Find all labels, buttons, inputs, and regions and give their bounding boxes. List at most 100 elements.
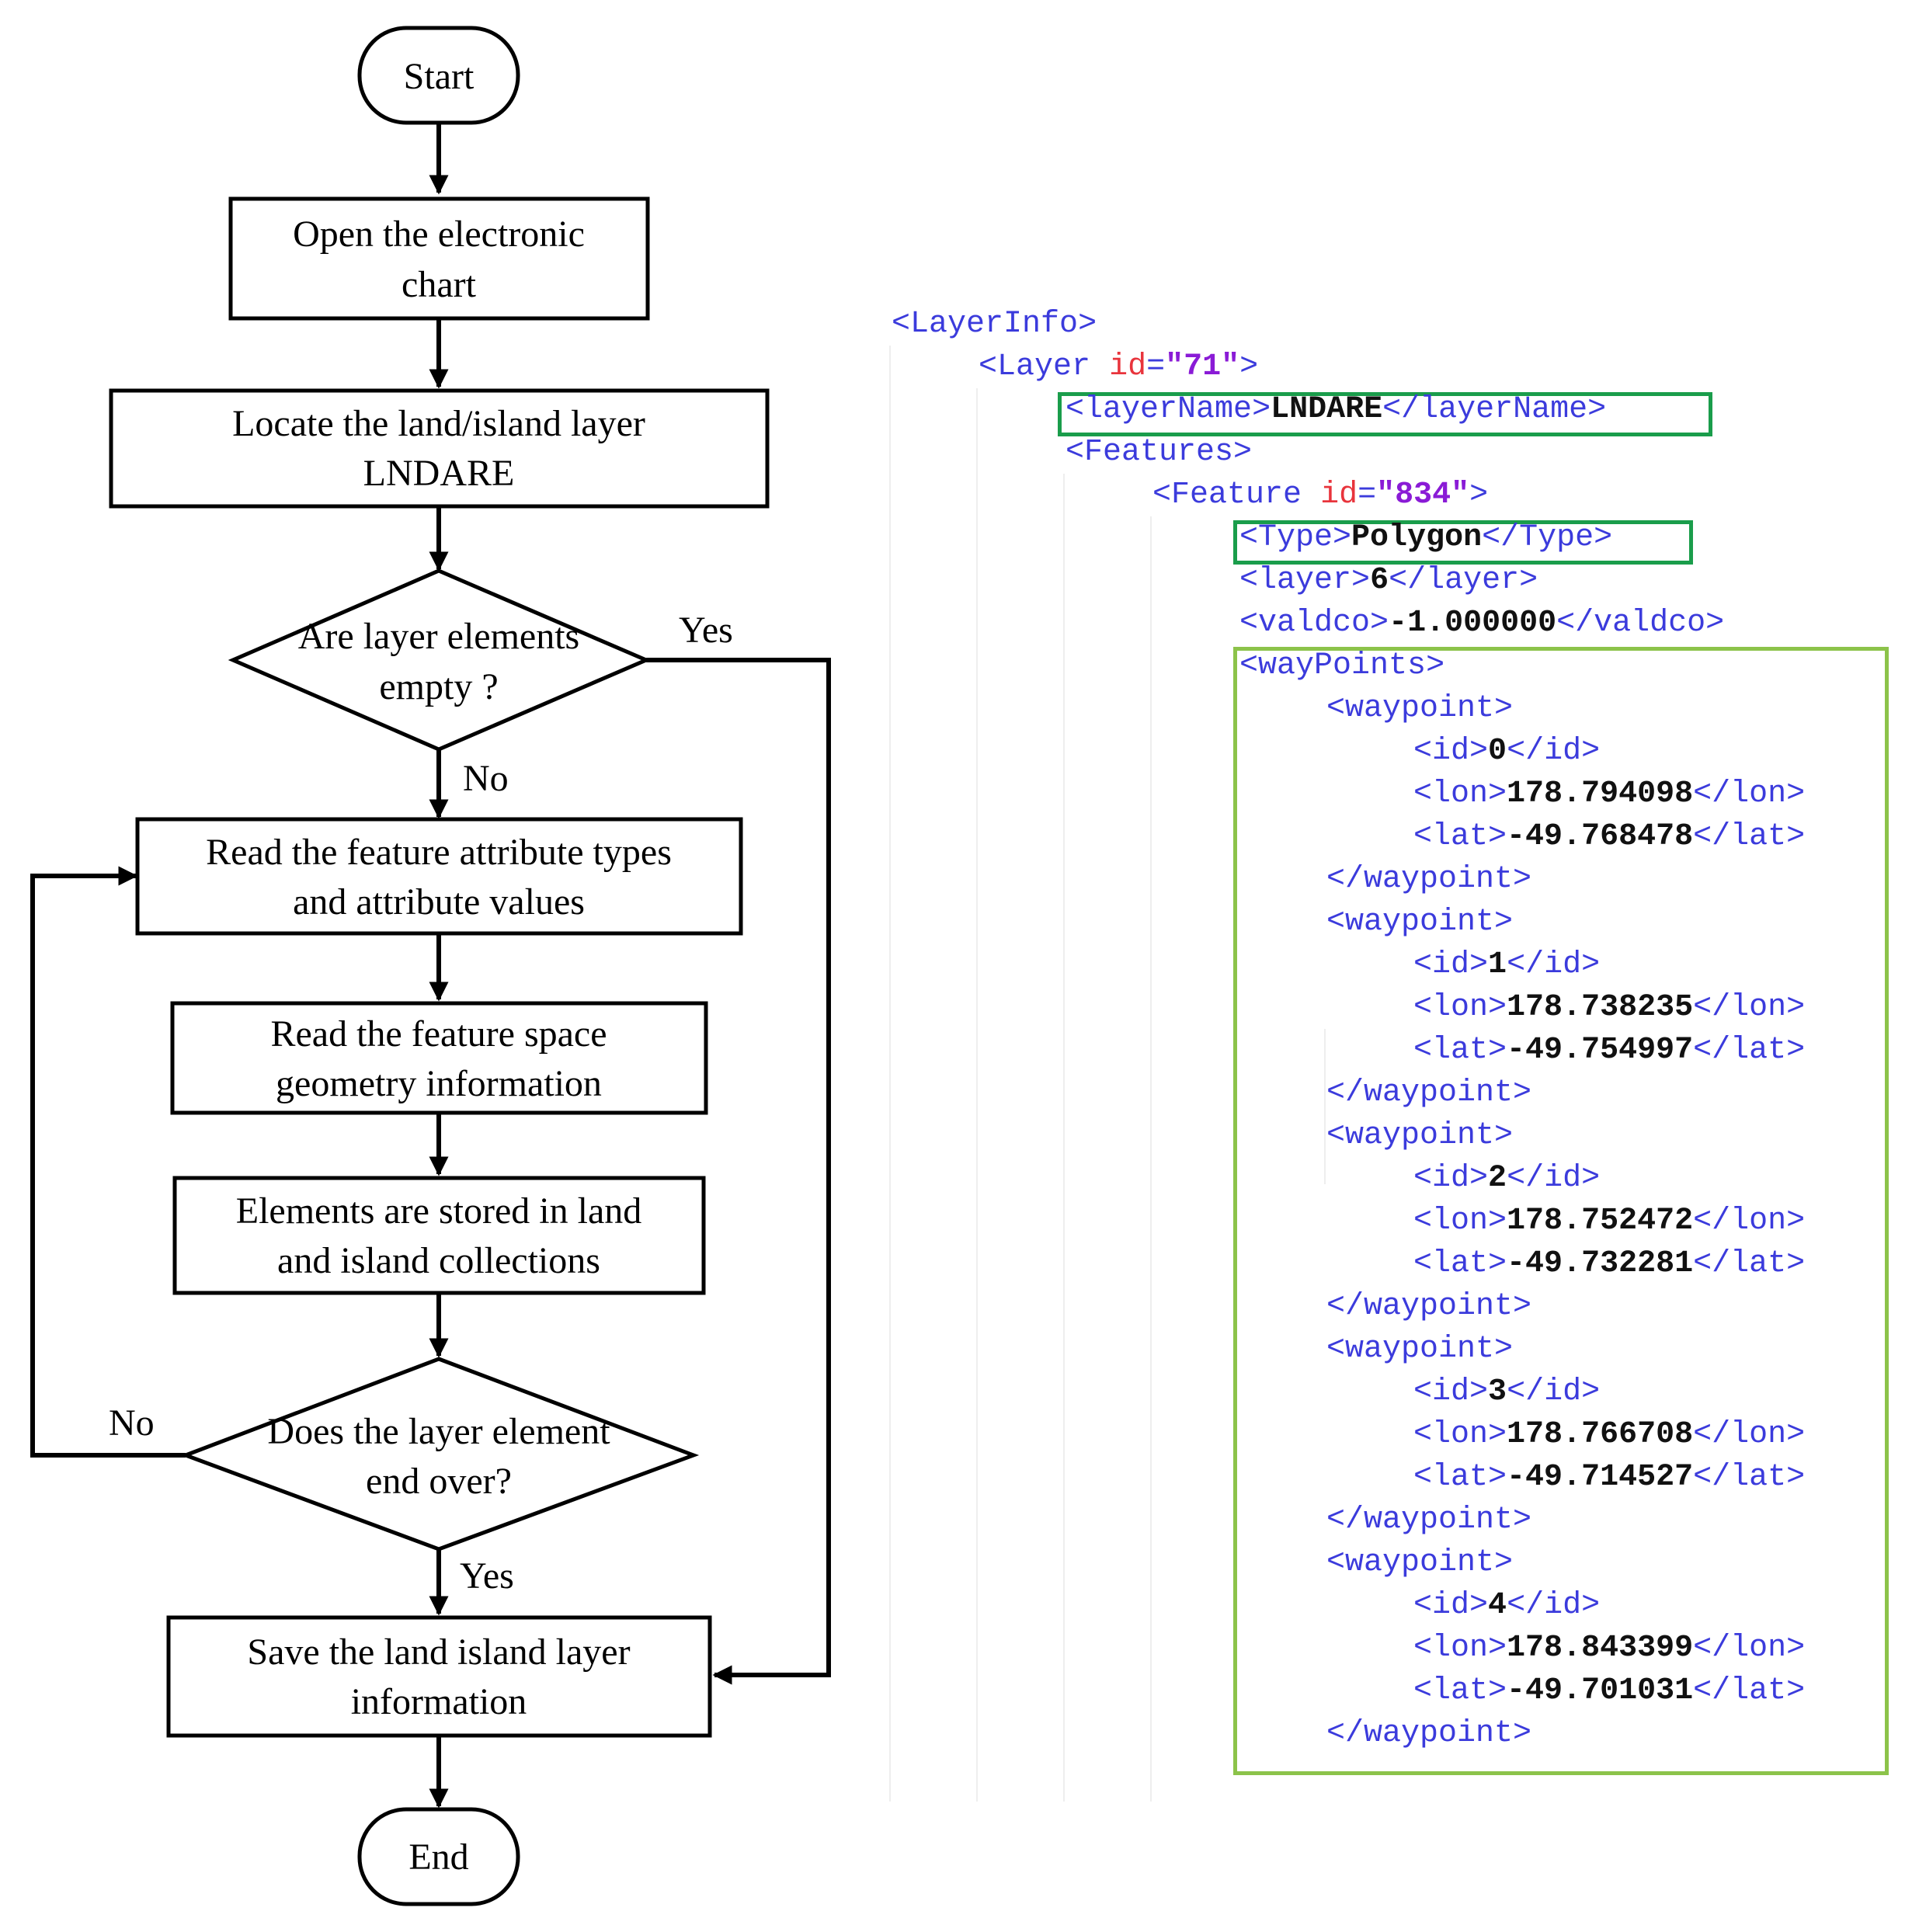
xml-line-layername: <layerName>LNDARE</layerName>: [1066, 392, 1607, 427]
empty-check-label-1: Are layer elements: [298, 616, 579, 657]
xml-line-waypoint-lat: <lat>-49.732281</lat>: [1413, 1246, 1806, 1281]
tag-name: valdco: [1258, 606, 1371, 641]
waypoint-lon-value: 178.738235: [1507, 990, 1694, 1025]
end-label: End: [408, 1836, 468, 1878]
tag-name: waypoint: [1364, 1075, 1514, 1110]
tag-name: waypoint: [1345, 905, 1495, 940]
feature-id-value: 834: [1395, 478, 1451, 513]
waypoint-id-value: 4: [1488, 1588, 1507, 1623]
empty-check-label-2: empty ?: [379, 666, 498, 707]
xml-line-waypoint-lon: <lon>178.752472</lon>: [1413, 1204, 1806, 1239]
tag-name: lat: [1730, 819, 1787, 854]
tag-name: lon: [1432, 1417, 1489, 1452]
xml-line-waypoint-open: <waypoint>: [1326, 1118, 1514, 1153]
xml-line-waypoint-lon: <lon>178.766708</lon>: [1413, 1417, 1806, 1452]
empty-yes-label: Yes: [679, 610, 733, 651]
waypoint-lon-value: 178.752472: [1507, 1204, 1694, 1239]
tag-name: id: [1432, 1161, 1470, 1196]
waypoint-id-value: 1: [1488, 947, 1507, 982]
tag-name: Features: [1084, 435, 1234, 470]
xml-line-waypoint-lat: <lat>-49.768478</lat>: [1413, 819, 1806, 854]
xml-line-waypoint-lon: <lon>178.794098</lon>: [1413, 777, 1806, 811]
tag-name: lon: [1730, 1204, 1787, 1239]
read-attributes-label-2: and attribute values: [293, 881, 585, 923]
empty-no-label: No: [463, 758, 509, 799]
attr-name: id: [1320, 478, 1358, 513]
xml-line-waypoint-lon: <lon>178.843399</lon>: [1413, 1631, 1806, 1666]
layer-id-value: 71: [1184, 349, 1222, 384]
tag-name: layer: [1258, 563, 1352, 598]
xml-line-waypoint-close: </waypoint>: [1326, 1716, 1532, 1751]
waypoint-lat-value: -49.714527: [1507, 1460, 1694, 1495]
xml-line-waypoint-lat: <lat>-49.714527</lat>: [1413, 1460, 1806, 1495]
open-chart-box: [228, 196, 650, 321]
edge-endcheck-no-loop: [30, 866, 186, 1458]
read-attributes-label-1: Read the feature attribute types: [206, 832, 672, 873]
xml-code-view: <LayerInfo> <Layer id="71"> <layerName>L…: [885, 303, 1918, 1802]
tag-name: waypoint: [1345, 691, 1495, 726]
xml-line-waypoint-id: <id>3</id>: [1413, 1374, 1601, 1409]
tag-name: layer: [1426, 563, 1520, 598]
end-check-decision: [179, 1357, 700, 1552]
save-layer-label-2: information: [351, 1681, 527, 1722]
xml-line-layer: <Layer id="71">: [979, 349, 1259, 384]
waypoint-lat-value: -49.768478: [1507, 819, 1694, 854]
tag-name: lon: [1432, 1631, 1489, 1666]
xml-line-layer-num: <layer>6</layer>: [1239, 563, 1538, 598]
tag-name: Type: [1258, 520, 1333, 555]
xml-line-feature: <Feature id="834">: [1152, 478, 1489, 513]
tag-name: id: [1432, 1588, 1470, 1623]
xml-line-waypoint-open: <waypoint>: [1326, 1545, 1514, 1580]
xml-line-waypoint-lat: <lat>-49.754997</lat>: [1413, 1033, 1806, 1068]
tag-name: lon: [1432, 990, 1489, 1025]
tag-name: lat: [1730, 1460, 1787, 1495]
xml-line-waypoint-lat: <lat>-49.701031</lat>: [1413, 1673, 1806, 1708]
tag-name: lat: [1432, 1460, 1489, 1495]
tag-name: lon: [1730, 777, 1787, 811]
empty-check-decision: [228, 568, 652, 752]
type-value: Polygon: [1351, 520, 1483, 555]
xml-line-waypoint-id: <id>0</id>: [1413, 734, 1601, 769]
read-attributes-box: [135, 817, 743, 936]
read-geometry-box: [170, 1001, 708, 1115]
tag-name: Feature: [1171, 478, 1302, 513]
xml-line-waypoint-lon: <lon>178.738235</lon>: [1413, 990, 1806, 1025]
end-check-label-1: Does the layer element: [267, 1411, 610, 1452]
highlight-type: [1233, 520, 1693, 565]
tag-name: waypoint: [1364, 862, 1514, 897]
tag-name: Type: [1519, 520, 1594, 555]
store-elements-label-1: Elements are stored in land: [236, 1190, 642, 1232]
tag-name: id: [1544, 1374, 1582, 1409]
locate-layer-box: [109, 388, 770, 509]
xml-line-waypoint-close: </waypoint>: [1326, 1503, 1532, 1538]
xml-line-waypoint-id: <id>1</id>: [1413, 947, 1601, 982]
xml-line-waypoint-close: </waypoint>: [1326, 1289, 1532, 1324]
waypoint-id-value: 3: [1488, 1374, 1507, 1409]
highlight-layername: [1058, 392, 1712, 436]
valdco-value: -1.000000: [1389, 606, 1557, 641]
tag-name: lat: [1432, 1033, 1489, 1068]
xml-line-waypoint-close: </waypoint>: [1326, 1075, 1532, 1110]
tag-name: waypoint: [1364, 1289, 1514, 1324]
save-layer-label-1: Save the land island layer: [247, 1631, 630, 1673]
store-elements-label-2: and island collections: [277, 1240, 600, 1281]
tag-name: Layer: [997, 349, 1091, 384]
tag-name: lat: [1730, 1673, 1787, 1708]
xml-line-waypoint-open: <waypoint>: [1326, 905, 1514, 940]
tag-name: lon: [1432, 1204, 1489, 1239]
xml-line-waypoint-close: </waypoint>: [1326, 862, 1532, 897]
xml-line-type: <Type>Polygon</Type>: [1239, 520, 1613, 555]
tag-name: lon: [1730, 1631, 1787, 1666]
indent-guide: [976, 388, 978, 1802]
tag-name: waypoint: [1345, 1332, 1495, 1367]
tag-name: LayerInfo: [910, 307, 1079, 342]
waypoint-lat-value: -49.732281: [1507, 1246, 1694, 1281]
edge-empty-yes-to-save: [646, 658, 831, 1685]
indent-guide: [1063, 474, 1065, 1802]
waypoint-lat-value: -49.754997: [1507, 1033, 1694, 1068]
start-label: Start: [404, 56, 475, 97]
read-geometry-label-2: geometry information: [276, 1063, 602, 1104]
start-node: [357, 26, 520, 125]
tag-name: lat: [1432, 1673, 1489, 1708]
xml-line-waypoint-id: <id>4</id>: [1413, 1588, 1601, 1623]
